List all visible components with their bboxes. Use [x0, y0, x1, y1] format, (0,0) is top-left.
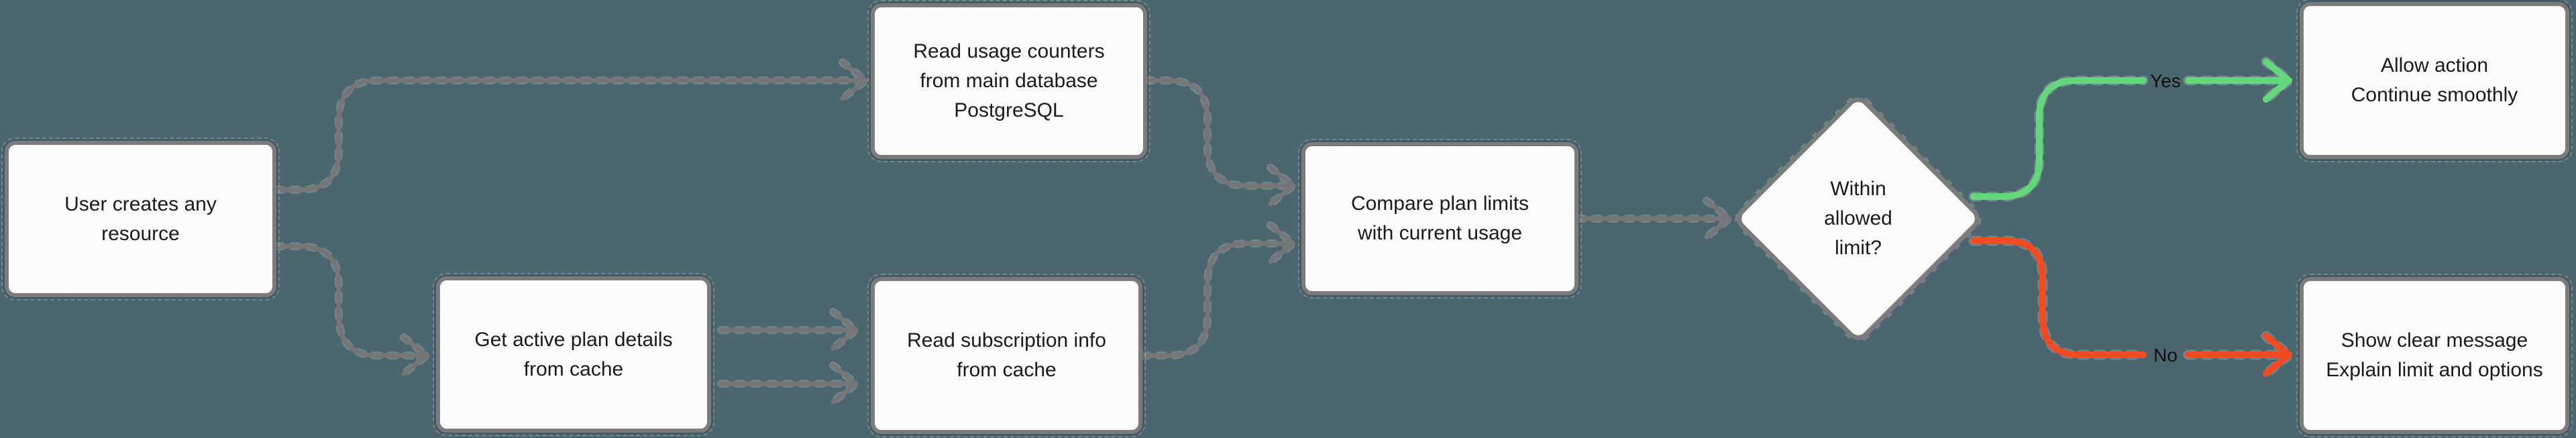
yes-branch-label: Yes: [2150, 70, 2181, 91]
connector-no: [1970, 237, 2292, 377]
connector-start-to-read-usage: [274, 60, 868, 193]
connector-plan-to-subscription-upper: [718, 309, 859, 351]
node-show-clear-message-label: Show clear message Explain limit and opt…: [2326, 329, 2543, 381]
node-compare-plan-limits-label: Compare plan limits with current usage: [1350, 193, 1529, 244]
node-read-usage-counters-label: Read usage counters from main database P…: [913, 40, 1105, 121]
connector-start-to-get-plan: [274, 243, 429, 376]
connector-usage-to-compare: [1144, 78, 1296, 207]
connector-plan-to-subscription-lower: [718, 363, 859, 404]
decision-diamond-label: Within allowed limit?: [1824, 178, 1892, 259]
connector-compare-to-decision: [1576, 198, 1732, 239]
node-read-subscription-info: Read subscription info from cache: [867, 274, 1146, 437]
node-read-subscription-info-label: Read subscription info from cache: [907, 329, 1106, 381]
connector-subscription-to-compare: [1140, 223, 1296, 358]
node-user-creates-resource-label: User creates any resource: [64, 193, 217, 245]
no-branch-label: No: [2153, 345, 2178, 366]
decision-diamond: [1737, 97, 1980, 340]
node-show-clear-message: Show clear message Explain limit and opt…: [2296, 274, 2573, 437]
node-get-active-plan: Get active plan details from cache: [433, 273, 714, 436]
node-allow-action-label: Allow action Continue smoothly: [2351, 54, 2518, 106]
connector-yes: [1970, 58, 2292, 200]
node-user-creates-resource: User creates any resource: [1, 138, 280, 300]
node-read-usage-counters: Read usage counters from main database P…: [867, 0, 1150, 162]
node-allow-action: Allow action Continue smoothly: [2296, 0, 2573, 162]
node-compare-plan-limits: Compare plan limits with current usage: [1298, 139, 1582, 298]
node-get-active-plan-label: Get active plan details from cache: [474, 328, 673, 380]
